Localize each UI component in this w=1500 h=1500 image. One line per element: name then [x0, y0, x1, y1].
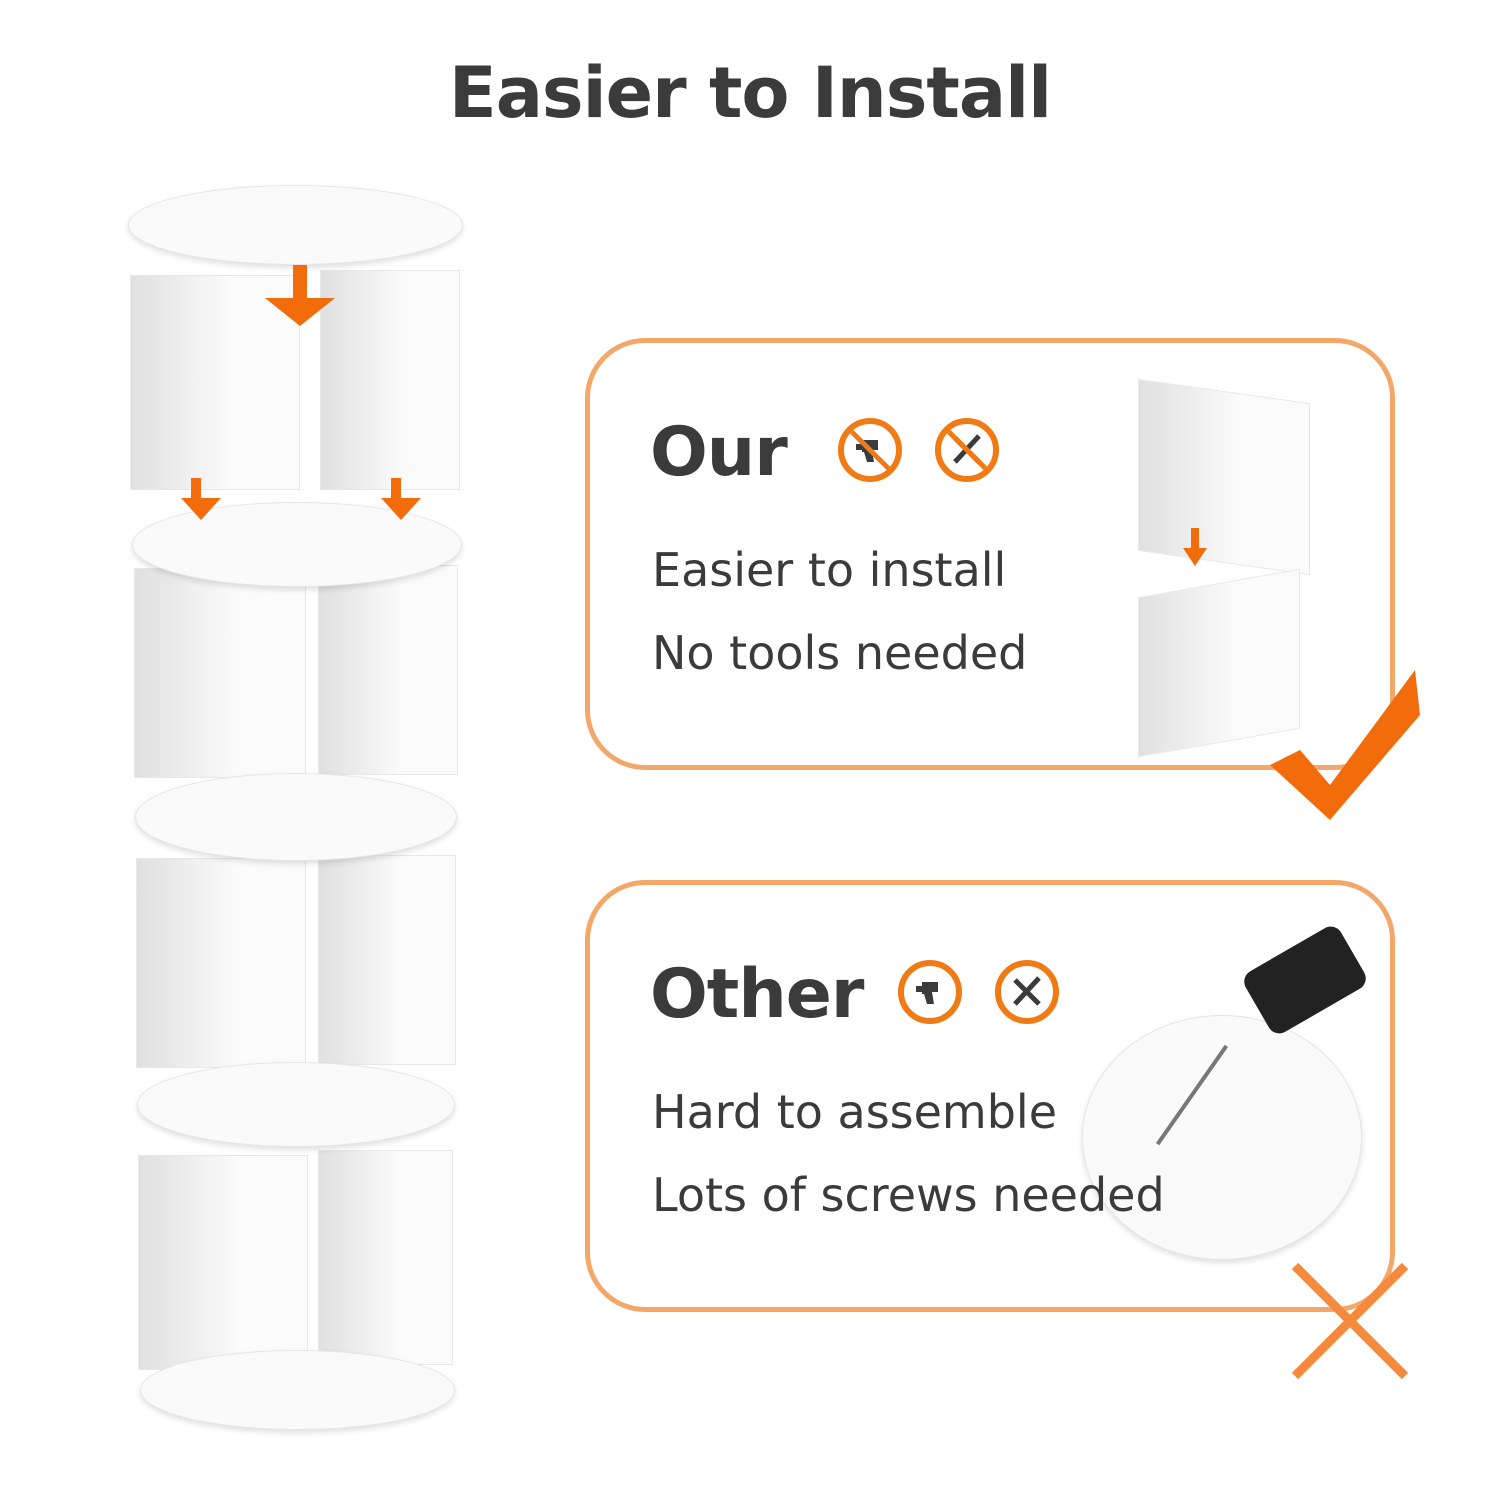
no-drill-icon: [838, 418, 902, 482]
our-line-2: No tools needed: [652, 626, 1028, 680]
cross-icon: [1291, 1262, 1409, 1380]
drill-icon: [898, 960, 962, 1024]
our-line-1: Easier to install: [652, 543, 1007, 597]
page-title: Easier to Install: [448, 52, 1052, 134]
other-heading: Other: [650, 955, 864, 1034]
down-arrow-icon: [265, 298, 335, 326]
down-arrow-icon: [381, 498, 421, 520]
no-tools-icon: [935, 418, 999, 482]
our-heading: Our: [650, 413, 788, 492]
checkmark-icon: [1270, 670, 1420, 820]
other-line-1: Hard to assemble: [652, 1085, 1058, 1139]
other-line-2: Lots of screws needed: [652, 1168, 1165, 1222]
our-comparison-card: Our Easier to install No tools needed: [585, 338, 1395, 770]
tools-icon: [995, 960, 1059, 1024]
down-arrow-icon: [181, 498, 221, 520]
other-comparison-card: Other Hard to assemble Lots of screws ne…: [585, 880, 1395, 1312]
